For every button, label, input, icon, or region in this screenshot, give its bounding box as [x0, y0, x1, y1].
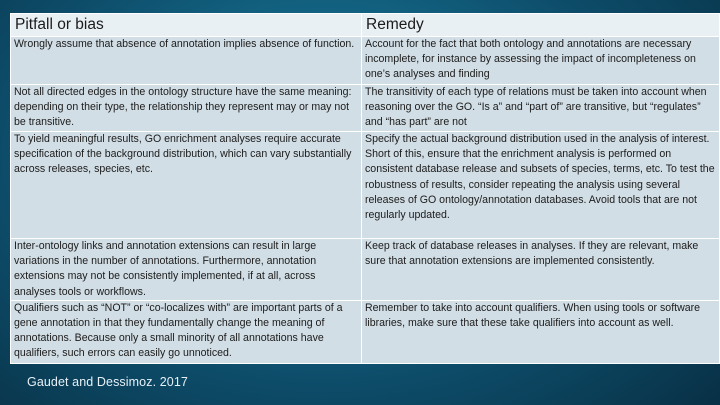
table-row: Inter-ontology links and annotation exte…: [10, 238, 720, 301]
remedy-cell: Keep track of database releases in analy…: [361, 238, 720, 301]
table-row: Not all directed edges in the ontology s…: [10, 84, 720, 132]
pitfall-cell: Not all directed edges in the ontology s…: [10, 84, 362, 132]
remedy-cell: Remember to take into account qualifiers…: [361, 299, 720, 364]
table-row: To yield meaningful results, GO enrichme…: [10, 131, 720, 239]
pitfalls-remedies-table: Pitfall or bias Remedy Wrongly assume th…: [10, 13, 720, 364]
remedy-cell: Specify the actual background distributi…: [361, 131, 720, 239]
pitfall-cell: Qualifiers such as “NOT” or “co-localize…: [10, 299, 362, 364]
pitfall-cell: Wrongly assume that absence of annotatio…: [10, 36, 362, 85]
pitfall-cell: To yield meaningful results, GO enrichme…: [10, 131, 362, 239]
table-row: Wrongly assume that absence of annotatio…: [10, 36, 720, 85]
header-remedy: Remedy: [361, 13, 720, 37]
citation: Gaudet and Dessimoz. 2017: [27, 375, 188, 389]
header-pitfall: Pitfall or bias: [10, 13, 362, 37]
table-header-row: Pitfall or bias Remedy: [10, 13, 720, 37]
pitfall-cell: Inter-ontology links and annotation exte…: [10, 238, 362, 301]
table-row: Qualifiers such as “NOT” or “co-localize…: [10, 299, 720, 364]
remedy-cell: Account for the fact that both ontology …: [361, 36, 720, 85]
remedy-cell: The transitivity of each type of relatio…: [361, 84, 720, 132]
